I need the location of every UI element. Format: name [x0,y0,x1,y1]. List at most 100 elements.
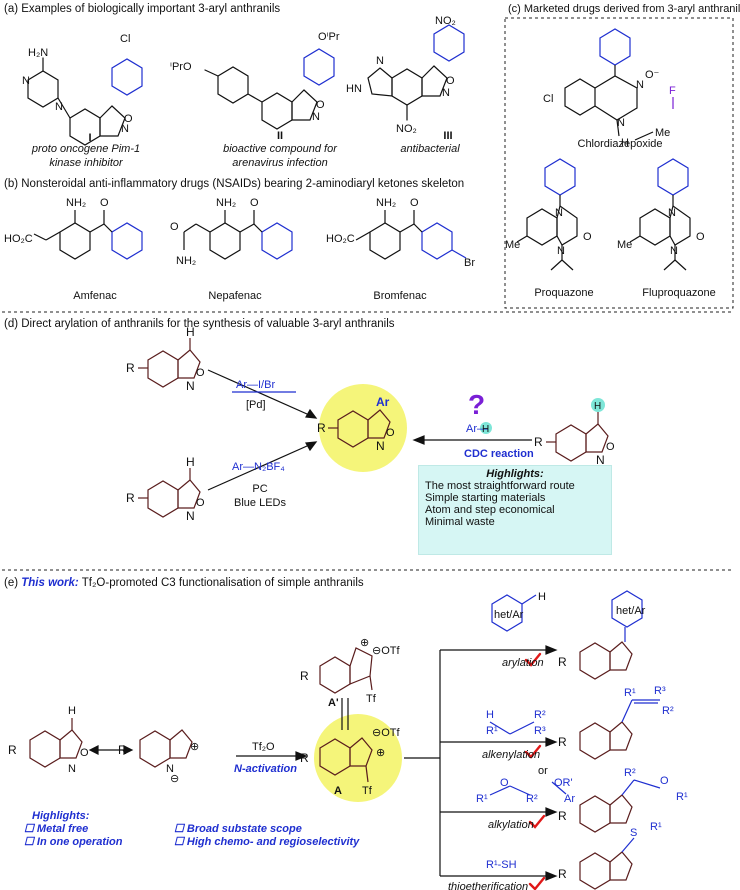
section-b-structures: NH₂ HO₂C O NH₂ O NH₂ O NH₂ HO₂C O Br [4,197,475,269]
d-pc: PC [252,483,268,495]
nepafenac-phenyl [261,222,293,260]
e-ketone-r2: R² [526,793,538,805]
compound-I [27,57,143,146]
e-alkene-r1: R¹ [486,725,498,737]
e-r-start: R [8,743,17,757]
e-otf-aprime: ⊖OTf [372,645,400,657]
intermediate-highlight-circle [314,714,402,802]
e-enol-or: OR' [554,777,573,789]
d-reagent-bottom: Ar—N₂BF₄ [232,461,285,473]
e-a-prime: A' [328,697,339,709]
d-highlight-4: Minimal waste [425,516,495,528]
section-e-scheme: R H N O R N ⊕ ⊖ Tf₂O N-activation R ⊕ ⊖O… [8,590,688,890]
e-o-start: O [80,747,89,759]
fluproquazone-ring [669,205,691,246]
d-n-right: N [596,453,605,467]
product-arylation [579,641,633,680]
e-thio-label: thioetherification [448,881,528,890]
check-alkenylation [524,744,542,759]
e-r-alkyl: R [558,809,567,823]
nepafenac-o2: O [250,197,259,209]
chlordiazepoxide-cl: Cl [543,93,553,105]
e-h-start: H [68,705,76,717]
section-c-title: (c) Marketed drugs derived from 3-aryl a… [508,3,740,15]
III-no2: NO₂ [396,123,417,135]
e-r-aprime: R [300,669,309,683]
proquazone-label: Proquazone [534,287,594,299]
section-c-structures: Cl N O⁻ N H Me Me N N O F Me N N O [505,28,705,271]
compound-I-caption-2: kinase inhibitor [49,157,123,169]
arrow-pd-head [305,408,318,419]
d-question-mark: ? [468,389,485,420]
compound-II-caption-1: bioactive compound for [223,143,337,155]
isoxazole-III [421,65,448,97]
d-n-top: N [186,379,195,393]
amfenac-ring [59,222,91,260]
chlorophenyl-I [111,58,143,96]
e-alkenyl-r3: R³ [654,685,666,697]
anthranil-product [328,409,391,448]
compound-II-caption-2: arenavirus infection [232,157,328,169]
II-o: O [316,99,325,111]
fluproquazone-benzo [639,208,671,246]
e-ketone-o: O [500,777,509,789]
d-o-right: O [606,441,615,453]
compound-III [367,24,465,121]
section-c-dashed-box [504,17,734,309]
e-thiol: R¹-SH [486,859,517,871]
e-a: A [334,785,342,797]
e-alkenyl-r1: R¹ [624,687,636,699]
chlordiazepoxide-diazepine [594,75,638,121]
e-anthranil-resonance [139,729,193,768]
benzo-ring-III [391,68,423,106]
d-r-top: R [126,361,135,375]
arrow-cdc-head [412,435,425,445]
nitrophenyl-III [433,24,465,62]
fluproquazone-phenyl [657,158,689,196]
d-cdc-label: CDC reaction [464,448,534,460]
e-plus-a: ⊕ [376,747,385,759]
proquazone-phenyl [544,158,576,196]
I-h2n: H₂N [28,47,48,59]
pyrimidine-ring [27,70,59,108]
e-intermediate-a [319,737,373,783]
proquazone-me: Me [505,239,520,251]
compound-II [204,48,335,130]
nepafenac-ring [209,222,241,260]
fluproquazone-label: Fluproquazone [642,287,716,299]
e-n-res: N [166,763,174,775]
I-n3: N [121,123,129,135]
e-highlight-4: ☐ High chemo- and regioselectivity [174,836,360,848]
d-h-top: H [186,325,195,339]
compound-II-numeral: II [276,130,284,142]
d-blue-leds: Blue LEDs [234,497,286,509]
e-alkene-r2: R² [534,709,546,721]
e-alkenylation-label: alkenylation [482,749,540,761]
amfenac-label: Amfenac [73,290,117,302]
e-or: or [538,765,548,777]
e-intermediate-a-prime [319,647,373,694]
e-r-aryl: R [558,655,567,669]
e-thio-s: S [630,827,637,839]
nepafenac-nh2-amide: NH₂ [176,255,196,267]
chlordiazepoxide-phenyl [599,28,631,66]
proquazone-o: O [583,231,592,243]
e-tf-aprime: Tf [366,693,377,705]
chlordiazepoxide-o-minus: O⁻ [645,69,660,81]
section-e-title: (e) This work: Tf₂O-promoted C3 function… [4,577,364,589]
d-ar-h: Ar— [466,423,488,435]
compound-III-caption: antibacterial [400,143,460,155]
check-thio [528,876,546,890]
e-ketone-r1: R¹ [476,793,488,805]
check-alkylation [528,814,546,829]
compound-III-numeral: III [443,130,453,142]
arrow-pc [207,441,317,491]
product-alkylation [579,794,633,833]
proquazone-benzo [526,208,558,246]
d-ar-product: Ar [376,395,390,409]
anthranil-top [138,338,201,388]
III-hn: HN [346,83,362,95]
compound-I-numeral: I [88,132,92,144]
d-cat-top: [Pd] [246,399,266,411]
